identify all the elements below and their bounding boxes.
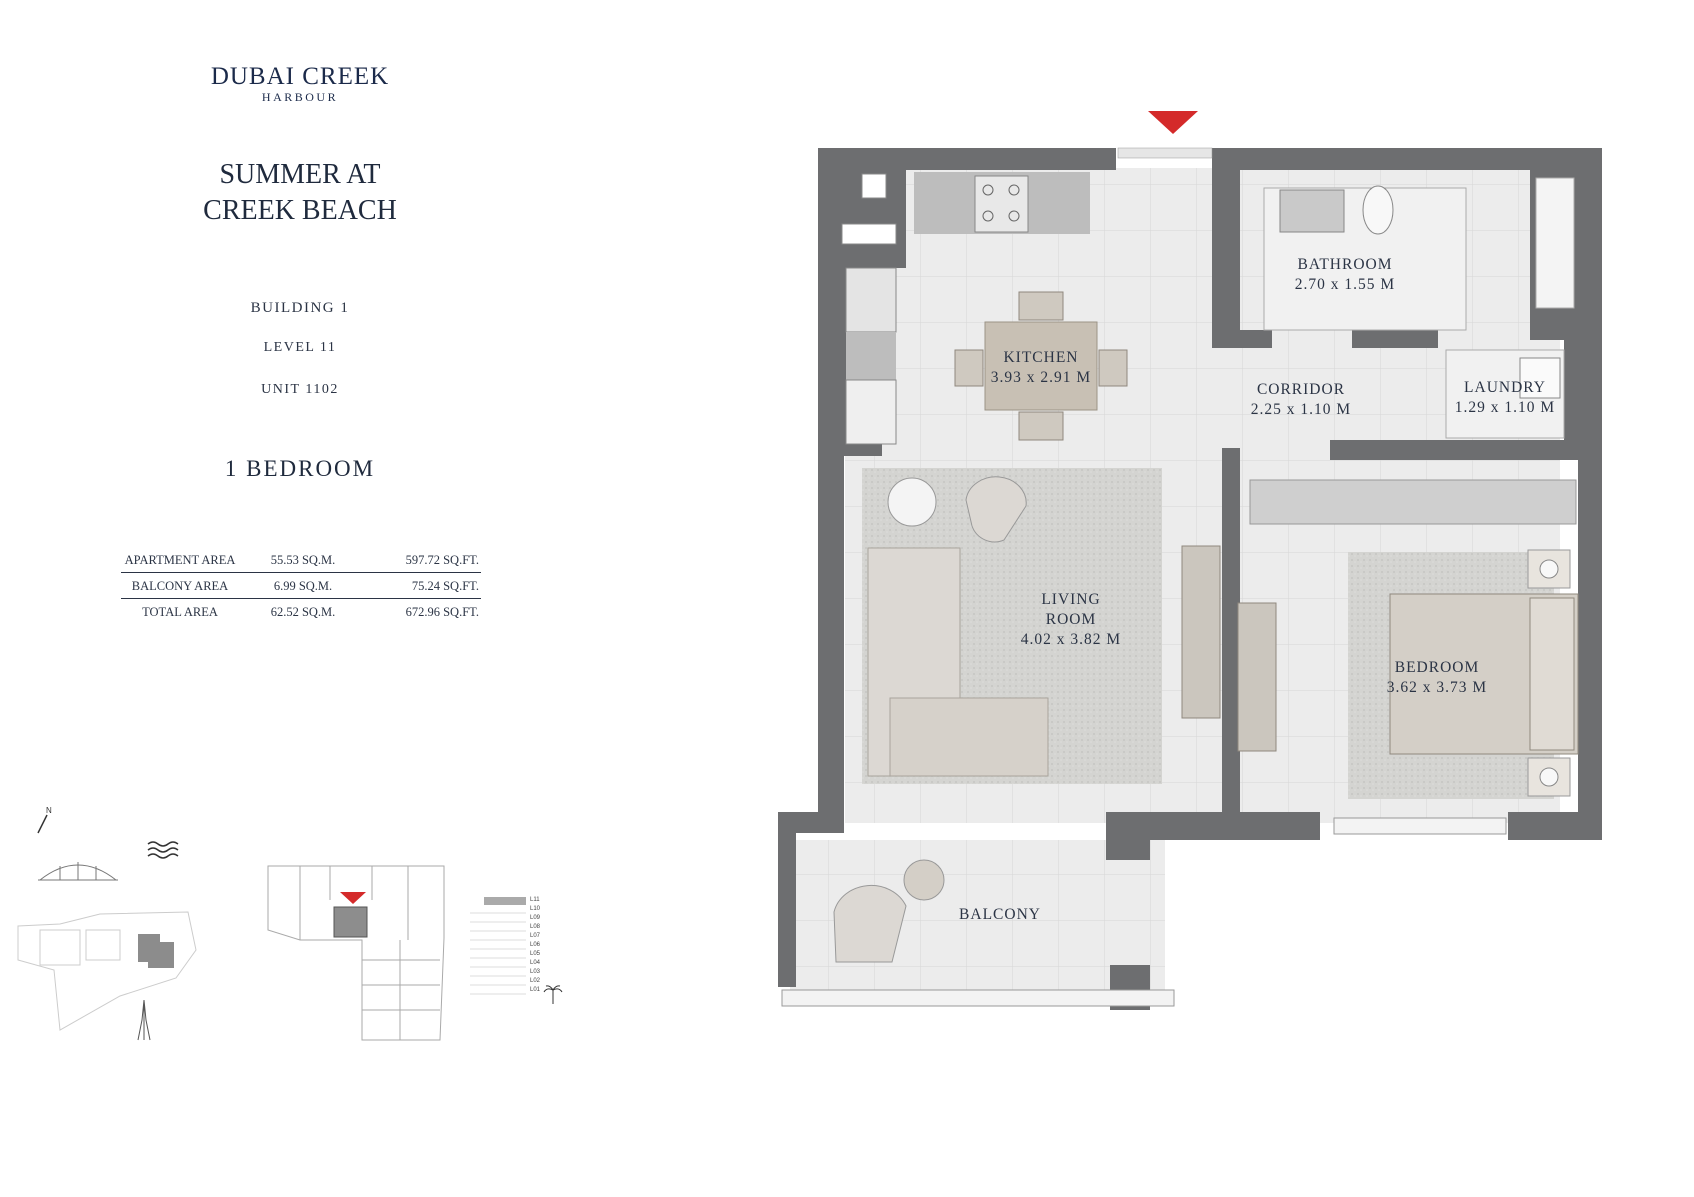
area-label: BALCONY AREA xyxy=(131,579,229,593)
room-corridor-name: CORRIDOR xyxy=(1256,381,1346,398)
kitchen-sink xyxy=(845,267,897,333)
room-kitchen-dims: 3.93 x 2.91 M xyxy=(990,369,1092,386)
bedroom-console xyxy=(1237,602,1277,752)
room-living: LIVING ROOM 4.02 x 3.82 M xyxy=(1006,590,1136,650)
fridge xyxy=(845,379,897,445)
building-floor-diagram xyxy=(267,865,445,1041)
level-label-item: L03 xyxy=(530,969,541,975)
room-kitchen-name: KITCHEN xyxy=(1003,349,1079,366)
room-corridor: CORRIDOR 2.25 x 1.10 M xyxy=(1236,380,1366,420)
room-bedroom-name: BEDROOM xyxy=(1394,659,1480,676)
bedroom-window xyxy=(1333,817,1507,835)
level-label-item: L07 xyxy=(530,933,541,939)
area-sqm: 62.52 SQ.M. xyxy=(270,605,336,619)
burner-icon xyxy=(982,184,1020,222)
brand-name: DUBAI CREEK xyxy=(210,63,390,90)
sofa-chaise xyxy=(889,697,1049,777)
area-sqm: 55.53 SQ.M. xyxy=(270,553,336,567)
bedroom-type: 1 BEDROOM xyxy=(224,456,376,481)
north-arrow-icon: N xyxy=(37,806,52,834)
brand-logo: DUBAI CREEK HARBOUR xyxy=(180,63,420,105)
room-laundry-name: LAUNDRY xyxy=(1464,379,1546,396)
vanity xyxy=(1279,189,1345,233)
unit-marker-icon xyxy=(340,892,366,904)
bridge-icon xyxy=(38,862,118,881)
room-bathroom-dims: 2.70 x 1.55 M xyxy=(1294,276,1396,293)
kitchen-counter-side xyxy=(846,332,896,380)
svg-text:N: N xyxy=(46,806,52,815)
area-sqft: 75.24 SQ.FT. xyxy=(411,579,479,593)
toilet xyxy=(1362,185,1394,235)
washer xyxy=(1519,357,1561,399)
unit-label: UNIT 1102 xyxy=(261,382,339,397)
tower-icon xyxy=(137,999,151,1041)
balcony-chair xyxy=(833,884,907,963)
room-living-name1: LIVING xyxy=(1041,591,1101,608)
unit-highlight xyxy=(333,906,368,938)
level-label-item: L06 xyxy=(530,942,541,948)
area-label: TOTAL AREA xyxy=(142,605,218,619)
room-bathroom: BATHROOM 2.70 x 1.55 M xyxy=(1280,255,1410,295)
room-bedroom: BEDROOM 3.62 x 3.73 M xyxy=(1372,658,1502,698)
level-label-item: L08 xyxy=(530,924,541,930)
balcony-table xyxy=(903,859,945,901)
water-icon xyxy=(147,841,179,859)
area-sqm: 6.99 SQ.M. xyxy=(273,579,333,593)
room-balcony-name: BALCONY xyxy=(959,906,1041,923)
brand-subtitle: HARBOUR xyxy=(261,90,339,104)
level-label-item: L11 xyxy=(530,897,540,903)
room-balcony: BALCONY xyxy=(940,905,1060,925)
side-table xyxy=(887,477,937,527)
room-living-name2: ROOM xyxy=(1045,611,1097,628)
level-label-item: L05 xyxy=(530,951,541,957)
level-label: LEVEL 11 xyxy=(263,340,337,355)
storage-cabinet xyxy=(1535,177,1575,309)
kitchen-shaft xyxy=(861,173,887,199)
site-outline xyxy=(17,911,197,1031)
area-row-apartment: APARTMENT AREA 55.53 SQ.M. 597.72 SQ.FT. xyxy=(121,547,481,572)
project-title-line1: SUMMER AT xyxy=(219,159,381,190)
dining-table xyxy=(984,321,1098,411)
room-bedroom-dims: 3.62 x 3.73 M xyxy=(1386,679,1488,696)
balcony-railing xyxy=(781,989,1175,1007)
room-corridor-dims: 2.25 x 1.10 M xyxy=(1250,401,1352,418)
area-label: APARTMENT AREA xyxy=(124,553,236,567)
room-laundry: LAUNDRY 1.29 x 1.10 M xyxy=(1446,378,1564,418)
area-sqft: 672.96 SQ.FT. xyxy=(405,605,479,619)
room-laundry-dims: 1.29 x 1.10 M xyxy=(1454,399,1556,416)
project-title-line2: CREEK BEACH xyxy=(203,195,397,226)
level-label-item: L02 xyxy=(530,978,541,984)
kitchen-shelf xyxy=(841,223,897,245)
entrance-arrow-icon xyxy=(1148,111,1198,134)
bed-pillows xyxy=(1529,597,1575,751)
dining-chairs xyxy=(954,291,1128,441)
area-row-balcony: BALCONY AREA 6.99 SQ.M. 75.24 SQ.FT. xyxy=(121,572,481,598)
room-living-dims: 4.02 x 3.82 M xyxy=(1020,631,1122,648)
level-label-item: L04 xyxy=(530,960,541,966)
level-stack xyxy=(470,897,526,995)
palm-icon xyxy=(543,985,563,1004)
tv-console xyxy=(1181,545,1221,719)
wardrobe xyxy=(1249,479,1577,525)
area-row-total: TOTAL AREA 62.52 SQ.M. 672.96 SQ.FT. xyxy=(121,598,481,624)
building-highlight xyxy=(148,942,174,968)
project-title: SUMMER AT CREEK BEACH xyxy=(150,157,450,229)
lamp-icon xyxy=(1539,767,1559,787)
armchair xyxy=(965,476,1027,543)
room-kitchen: KITCHEN 3.93 x 2.91 M xyxy=(988,348,1094,388)
level-label-item: L01 xyxy=(530,987,541,993)
level-label-item: L09 xyxy=(530,915,541,921)
area-table: APARTMENT AREA 55.53 SQ.M. 597.72 SQ.FT.… xyxy=(121,547,481,624)
entrance-door xyxy=(1117,147,1213,159)
cooktop xyxy=(974,175,1029,233)
area-sqft: 597.72 SQ.FT. xyxy=(405,553,479,567)
building-label: BUILDING 1 xyxy=(250,300,350,316)
lamp-icon xyxy=(1539,559,1559,579)
level-label-item: L10 xyxy=(530,906,541,912)
room-bathroom-name: BATHROOM xyxy=(1297,256,1393,273)
